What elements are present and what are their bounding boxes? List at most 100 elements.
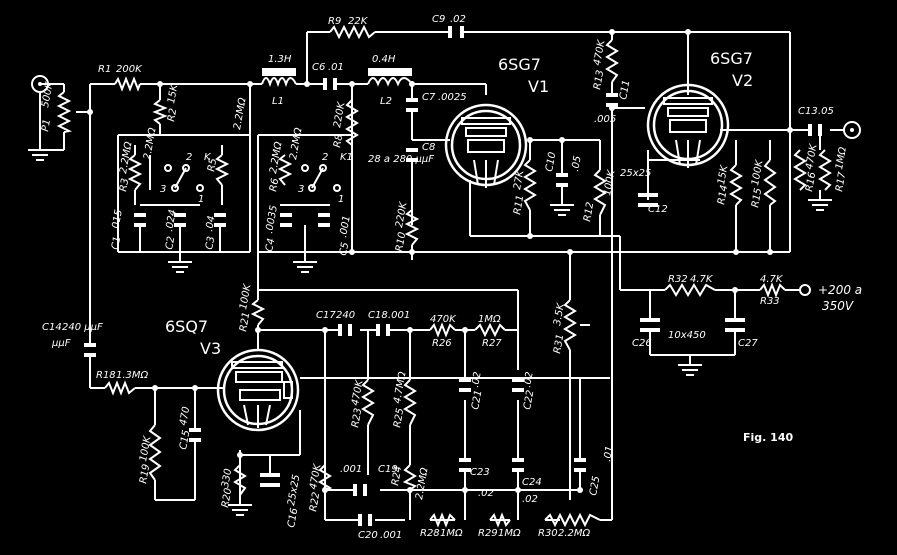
c15-value: 470 xyxy=(178,406,192,427)
resistor-symbols xyxy=(56,24,832,528)
r11-ref: R11 xyxy=(512,194,526,215)
p1-ref: P1 xyxy=(40,118,53,132)
switch-k1-pos-3: 3 xyxy=(298,184,304,195)
c18-ref: C18 xyxy=(368,310,388,321)
r33-ref: R33 xyxy=(760,296,780,307)
r6-ref: R6 xyxy=(268,178,281,193)
l2-value: 0.4H xyxy=(372,54,396,65)
c20-value: .001 xyxy=(380,530,402,541)
r4-value: 2.2MΩ xyxy=(142,127,158,161)
r20-value: 330 xyxy=(220,468,234,489)
r1-value: 200K xyxy=(116,64,143,75)
c5-value: .001 xyxy=(338,215,353,239)
r31-ref: R31 xyxy=(552,333,566,354)
output-jack xyxy=(843,121,861,139)
r22-value: 470K xyxy=(308,462,324,491)
c18-value: .001 xyxy=(388,310,410,321)
r30-value: 2.2MΩ xyxy=(558,528,591,539)
c9-ref: C9 xyxy=(432,14,445,25)
switch-pos-1: 1 xyxy=(198,194,204,205)
r10-ref: R10 xyxy=(394,231,408,252)
r8-value: 220K xyxy=(332,100,348,129)
tube-labels: 6SG7 V1 6SG7 V2 6SQ7 V3 xyxy=(165,49,753,358)
r24-value: 2.2MΩ xyxy=(414,467,430,501)
r23-value: 470K xyxy=(350,378,366,407)
r23-ref: R23 xyxy=(350,407,364,428)
c14-value: 240 μμF xyxy=(62,322,103,333)
switch-labels: K K1 3 1 2 3 1 2 xyxy=(160,152,353,205)
r28-ref: R28 xyxy=(420,528,440,539)
c19-value: .001 xyxy=(340,464,362,475)
switch-k1-pos-1: 1 xyxy=(338,194,344,205)
input-jack xyxy=(31,75,49,93)
c13-value: .05 xyxy=(818,106,834,117)
c1-ref: C1 xyxy=(110,235,123,250)
c19-ref: C19 xyxy=(378,464,398,475)
r17-value: 1MΩ xyxy=(834,146,849,171)
c16-ref: C16 xyxy=(286,507,300,528)
r22-ref: R22 xyxy=(308,491,322,512)
r21-value: 100K xyxy=(238,282,254,311)
r15-value: 100K xyxy=(750,158,766,187)
c2-ref: C2 xyxy=(164,235,177,250)
r13-ref: R13 xyxy=(592,69,606,90)
power-terminal xyxy=(799,284,811,296)
c7-value: .0025 xyxy=(438,92,467,103)
tube-v1-ref: V1 xyxy=(528,77,549,96)
r11-value: 27K xyxy=(512,168,526,190)
r25-ref: R25 xyxy=(392,407,406,428)
r14-value: 15K xyxy=(716,163,730,185)
inductor-labels: 1.3H L1 0.4H L2 xyxy=(268,54,396,107)
c24-value: .02 xyxy=(522,494,538,505)
c17-ref: C17 xyxy=(316,310,336,321)
c15-ref: C15 xyxy=(178,429,192,450)
r30-ref: R30 xyxy=(538,528,558,539)
c14-unit: μμF xyxy=(51,338,71,349)
r15-ref: R15 xyxy=(750,187,764,208)
r1-ref: R1 xyxy=(98,64,111,75)
r16-value: 470K xyxy=(804,142,820,171)
power-voltage: 350V xyxy=(822,299,854,313)
c14-ref: C14 xyxy=(42,322,62,333)
r32-ref: R32 xyxy=(668,274,688,285)
r5-ref: R5 xyxy=(206,158,219,173)
r2-value: 15K xyxy=(166,82,180,104)
r2-ref: R2 xyxy=(166,108,179,123)
switch-k-label: K xyxy=(204,152,212,163)
c21-value: .02 xyxy=(470,371,484,389)
tube-v2 xyxy=(646,83,730,168)
r9-value: 22K xyxy=(348,16,369,27)
r25-value: 4.7MΩ xyxy=(392,371,408,405)
c12-ref: C12 xyxy=(648,204,668,215)
unit-labels: μμF xyxy=(51,338,71,349)
power-label: +200 a xyxy=(818,283,862,297)
c8-value: 28 a 280 μμF xyxy=(368,154,434,165)
r27-ref: R27 xyxy=(482,338,502,349)
c23-value: .02 xyxy=(478,488,494,499)
r9-ref: R9 xyxy=(328,16,341,27)
r26-value: 470K xyxy=(430,314,457,325)
r19-value: 100K xyxy=(138,434,154,463)
c25-value: .01 xyxy=(602,445,616,463)
c3-value: .04 xyxy=(204,215,218,233)
power-labels: +200 a 350V xyxy=(818,283,862,313)
c2-value: .024 xyxy=(164,209,179,233)
tube-v2-type: 6SG7 xyxy=(710,49,753,68)
tube-v3-ref: V3 xyxy=(200,339,221,358)
r14-ref: R14 xyxy=(716,184,730,205)
ground-symbols xyxy=(28,149,832,516)
c11-ref: C11 xyxy=(618,79,632,100)
c3-ref: C3 xyxy=(204,235,217,250)
tube-v1-type: 6SG7 xyxy=(498,55,541,74)
c17-value: 240 xyxy=(336,310,355,321)
tube-v3-type: 6SQ7 xyxy=(165,317,208,336)
c6-value: .01 xyxy=(328,62,344,73)
r7-value: 2.2MΩ xyxy=(288,127,304,161)
l1-ref: L1 xyxy=(272,96,284,107)
c1-value: .015 xyxy=(110,209,125,233)
inductor-symbols xyxy=(261,68,413,88)
r27-value: 1MΩ xyxy=(478,314,501,325)
r28-value: 1MΩ xyxy=(440,528,463,539)
switch-k1-label: K1 xyxy=(340,152,353,163)
